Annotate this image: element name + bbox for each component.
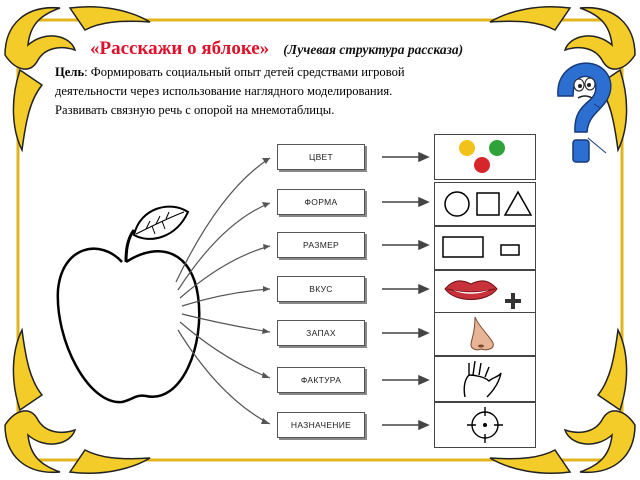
goal-line-3: Развивать связную речь с опорой на мнемо…: [55, 103, 335, 117]
color-circle: [459, 140, 475, 156]
label-box-color: ЦВЕТ: [277, 144, 365, 170]
label-box-texture: ФАКТУРА: [277, 367, 365, 393]
goal-label: Цель: [55, 65, 85, 79]
size-rectangles-icon: [442, 236, 520, 258]
question-mark-icon: [557, 62, 612, 163]
ray-arrowheads: [261, 158, 270, 424]
shapes-icon: [444, 190, 533, 217]
picture-box-smell: [434, 312, 536, 356]
goal-line-1: : Формировать социальный опыт детей сред…: [84, 65, 405, 79]
label-box-smell: ЗАПАХ: [277, 320, 365, 346]
picture-box-size: [434, 226, 536, 270]
picture-box-shape: [434, 182, 536, 226]
page-subtitle: (Лучевая структура рассказа): [283, 42, 464, 57]
picture-box-taste: [434, 270, 536, 314]
ray-lines: [175, 157, 271, 425]
page-title: «Расскажи о яблоке»: [90, 38, 270, 59]
apple-icon: [56, 205, 201, 404]
target-icon: [467, 407, 503, 443]
corner-ornament-bottom-right: [489, 327, 636, 474]
label-box-size: РАЗМЕР: [277, 232, 365, 258]
goal-line-2: деятельности через использование наглядн…: [55, 84, 393, 98]
lips-plus-icon: [444, 280, 521, 309]
picture-box-texture: [434, 356, 536, 402]
label-to-picture-arrows: [382, 151, 430, 431]
label-box-purpose: НАЗНАЧЕНИЕ: [277, 412, 365, 438]
goal-text: Цель: Формировать социальный опыт детей …: [55, 63, 525, 120]
corner-ornament-bottom-left: [4, 327, 151, 474]
color-circle: [474, 157, 490, 173]
picture-box-purpose: [434, 402, 536, 448]
corner-ornament-top-left: [4, 6, 151, 153]
hand-icon: [463, 360, 502, 398]
color-circle: [489, 140, 505, 156]
color-circles-icon: [459, 140, 505, 173]
nose-icon: [470, 316, 494, 351]
label-box-shape: ФОРМА: [277, 189, 365, 215]
title-line: «Расскажи о яблоке» (Лучевая структура ра…: [90, 38, 463, 60]
label-box-taste: ВКУС: [277, 276, 365, 302]
picture-box-color: [434, 134, 536, 180]
